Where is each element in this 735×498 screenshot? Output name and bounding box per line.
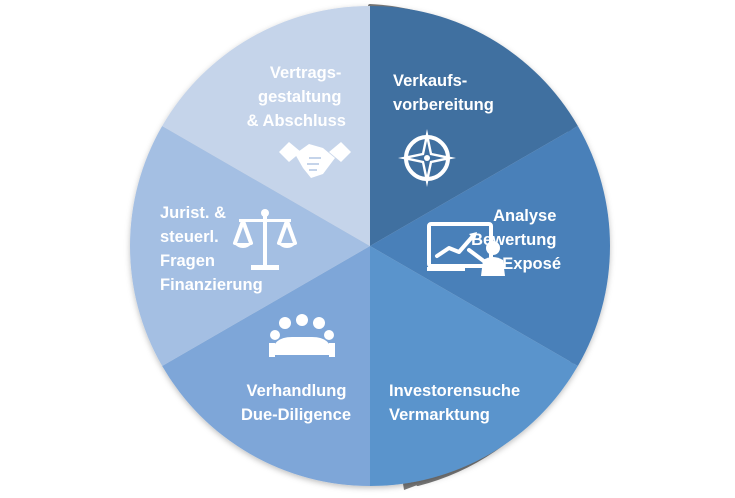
compass-icon xyxy=(398,129,456,187)
label-juristisch: Jurist. & steuerl. Fragen Finanzierung xyxy=(160,204,263,294)
label-vertragsgestaltung: Vertrags- gestaltung & Abschluss xyxy=(247,64,346,130)
label-verhandlung: Verhandlung Due-Diligence xyxy=(241,382,351,424)
segment-verhandlung xyxy=(162,246,370,486)
segment-investorensuche xyxy=(370,246,578,486)
presentation-icon xyxy=(427,222,505,276)
label-investorensuche: Investorensuche Vermarktung xyxy=(389,382,525,424)
meeting-icon xyxy=(269,314,335,357)
label-analyse: Analyse Bewertung Exposé xyxy=(471,207,561,273)
segment-vertragsgestaltung xyxy=(162,6,370,246)
handshake-icon xyxy=(279,142,351,178)
label-verkaufsvorbereitung: Verkaufs- vorbereitung xyxy=(393,72,494,114)
segment-juristisch xyxy=(129,126,370,366)
segment-verkaufsvorbereitung xyxy=(370,6,578,246)
scales-icon xyxy=(233,209,297,270)
pie-chart xyxy=(129,6,611,486)
